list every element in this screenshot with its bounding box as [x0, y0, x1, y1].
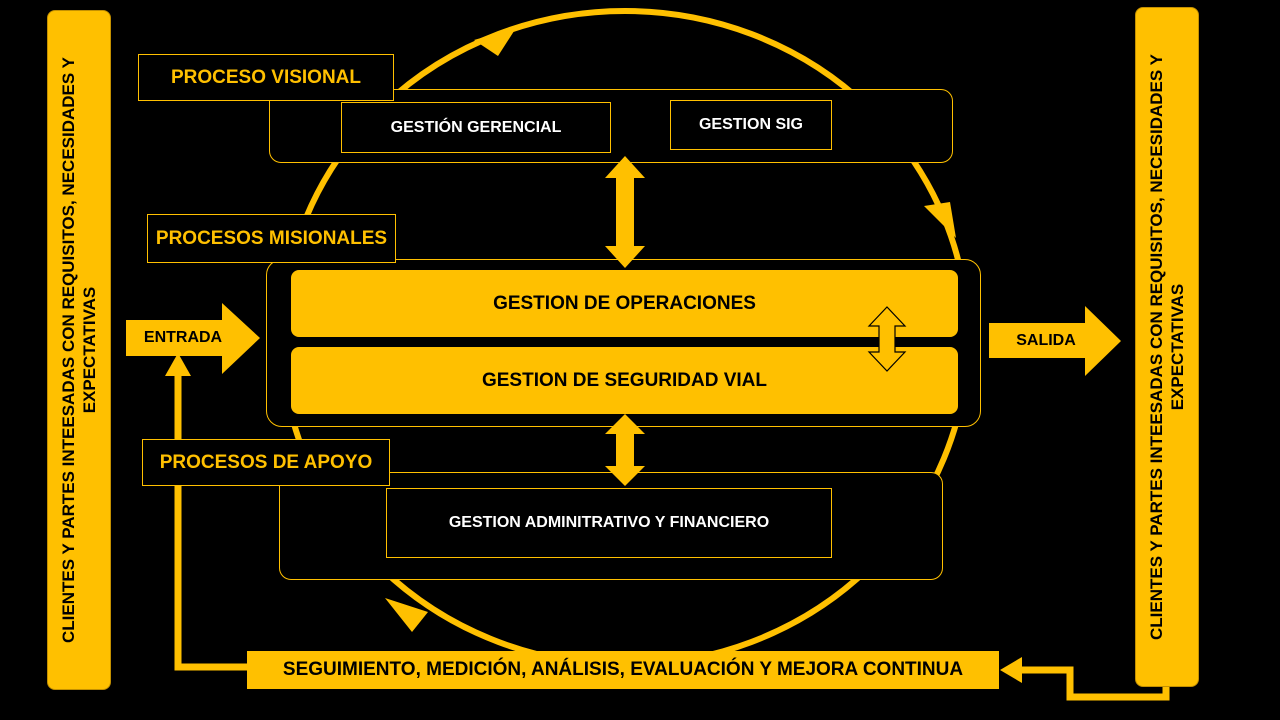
cycle-arrowhead-bottom — [385, 598, 428, 632]
stakeholders-bar-left: CLIENTES Y PARTES INTEESADAS CON REQUISI… — [47, 10, 111, 690]
feedback-arrowhead-left — [165, 353, 191, 376]
admin-finance-process-box: GESTION ADMINITRATIVO Y FINANCIERO — [386, 488, 832, 558]
input-arrow-icon — [126, 303, 260, 374]
management-process-box: GESTIÓN GERENCIAL — [341, 102, 611, 153]
mission-process-label: PROCESOS MISIONALES — [147, 214, 396, 263]
stakeholders-bar-right: CLIENTES Y PARTES INTEESADAS CON REQUISI… — [1135, 7, 1199, 687]
input-label: ENTRADA — [143, 329, 223, 346]
feedback-line-right — [1018, 666, 1170, 701]
operations-process-box: GESTION DE OPERACIONES — [291, 270, 958, 337]
feedback-arrowhead-right — [1000, 657, 1022, 683]
stakeholders-text-right: CLIENTES Y PARTES INTEESADAS CON REQUISI… — [1147, 54, 1187, 640]
feedback-line-left — [174, 370, 248, 671]
support-process-label: PROCESOS DE APOYO — [142, 439, 390, 486]
cycle-arrowhead-right — [924, 202, 956, 238]
continuous-improvement-bar: SEGUIMIENTO, MEDICIÓN, ANÁLISIS, EVALUAC… — [247, 651, 999, 689]
sig-process-box: GESTION SIG — [670, 100, 832, 150]
cycle-arrowhead-top — [474, 28, 516, 56]
road-safety-process-box: GESTION DE SEGURIDAD VIAL — [291, 347, 958, 414]
output-label: SALIDA — [1016, 332, 1076, 349]
vision-process-label: PROCESO VISIONAL — [138, 54, 394, 101]
stakeholders-text-left: CLIENTES Y PARTES INTEESADAS CON REQUISI… — [59, 57, 99, 643]
output-arrow-icon — [989, 306, 1121, 376]
